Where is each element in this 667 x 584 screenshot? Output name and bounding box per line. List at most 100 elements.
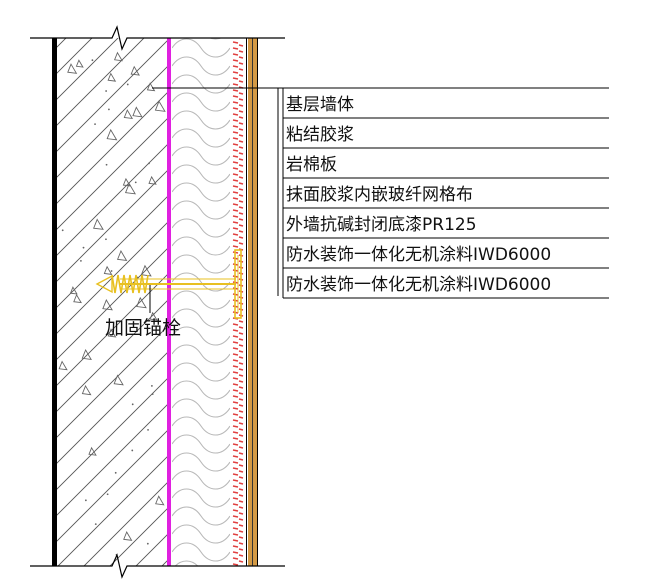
callout-finish-coat-1: 防水装饰一体化无机涂料IWD6000 (286, 245, 551, 265)
mesh-mark (232, 239, 239, 242)
mesh-mark (238, 44, 244, 47)
mesh-mark (238, 122, 244, 125)
mesh-mark (238, 458, 244, 461)
insulation-wave (172, 200, 230, 220)
mesh-mark (238, 68, 244, 71)
mesh-mark (232, 329, 239, 332)
mesh-mark (232, 485, 239, 488)
mesh-mark (232, 365, 239, 368)
mesh-mark (238, 50, 244, 53)
mesh-mark (238, 188, 244, 191)
mesh-mark (238, 140, 244, 143)
aggregate-stone (102, 299, 113, 311)
aggregate-stone (124, 182, 137, 195)
mesh-mark (232, 107, 239, 110)
aggregate-stone (140, 264, 152, 277)
aggregate-dot (151, 393, 154, 396)
mesh-mark (238, 560, 244, 563)
callout-adhesive: 粘结胶浆 (286, 125, 354, 145)
mesh-mark (238, 350, 244, 353)
anchor-thread-zigzag (111, 274, 149, 294)
mesh-mark (232, 527, 239, 530)
mesh-mark (232, 419, 239, 422)
mesh-mark (232, 539, 239, 542)
mesh-mark (232, 515, 239, 518)
mesh-mark (232, 221, 239, 224)
mesh-mark (238, 344, 244, 347)
mesh-mark (232, 479, 239, 482)
mesh-mark (238, 56, 244, 59)
mesh-mark (238, 368, 244, 371)
insulation-wave (172, 344, 230, 364)
mesh-mark (238, 362, 244, 365)
mesh-mark (238, 494, 244, 497)
mesh-mark (238, 152, 244, 155)
mesh-mark (238, 134, 244, 137)
mesh-mark (238, 224, 244, 227)
aggregate-stone (93, 218, 104, 230)
mesh-mark (232, 389, 239, 392)
aggregate-stone (113, 374, 124, 386)
adhesive-layer (167, 38, 171, 566)
mesh-mark (232, 185, 239, 188)
mesh-mark (238, 536, 244, 539)
aggregate-stone (81, 384, 92, 396)
aggregate-stone (154, 100, 166, 112)
insulation-wave (172, 128, 230, 148)
aggregate-dot (114, 471, 117, 474)
mesh-mark (239, 567, 243, 568)
mesh-mark (232, 455, 239, 458)
mesh-mark (232, 413, 239, 416)
insulation-wave (172, 506, 230, 526)
mesh-mark (238, 512, 244, 515)
insulation-wave (172, 434, 230, 454)
mesh-mark (238, 206, 244, 209)
mesh-mark (232, 125, 239, 128)
mesh-mark (232, 533, 239, 536)
aggregate-dot (61, 229, 64, 232)
mesh-mark (232, 497, 239, 500)
insulation-wave (172, 182, 230, 202)
insulation-wave (172, 524, 230, 544)
callout-mesh-plaster: 抹面胶浆内嵌玻纤网格布 (286, 185, 473, 205)
mesh-mark (232, 407, 239, 410)
mesh-mark (238, 404, 244, 407)
mesh-mark (232, 431, 239, 434)
mesh-mark (232, 197, 239, 200)
mesh-mark (232, 449, 239, 452)
insulation-wave (172, 146, 230, 166)
mesh-mark (232, 383, 239, 386)
wall-inner-face (52, 38, 57, 566)
mesh-mark (238, 542, 244, 545)
aggregate-stone (75, 59, 84, 68)
mesh-mark (232, 143, 239, 146)
insulation-wave (172, 362, 230, 382)
mesh-mark (232, 557, 239, 560)
mesh-mark (238, 482, 244, 485)
mesh-mark (232, 395, 239, 398)
insulation-wave (172, 56, 230, 76)
insulation-wave (172, 110, 230, 130)
zigzag-break-icon (30, 25, 285, 51)
mesh-mark (232, 173, 239, 176)
mesh-mark (238, 488, 244, 491)
insulation-wave (172, 470, 230, 490)
mesh-mark (238, 386, 244, 389)
aggregate-stone (106, 128, 118, 141)
mesh-mark (238, 230, 244, 233)
mesh-mark (232, 491, 239, 494)
mesh-mark (238, 464, 244, 467)
bottom-break-line (30, 553, 285, 579)
mesh-mark (238, 200, 244, 203)
mesh-mark (232, 209, 239, 212)
mesh-mark (232, 149, 239, 152)
aggregate-dot (147, 429, 149, 431)
aggregate-dot (105, 238, 107, 241)
mesh-mark (232, 71, 239, 74)
insulation-wave (172, 38, 230, 58)
mesh-mark (238, 320, 244, 323)
aggregate-stone (69, 286, 78, 295)
aggregate-dot (150, 385, 153, 387)
aggregate-stone (58, 360, 68, 371)
